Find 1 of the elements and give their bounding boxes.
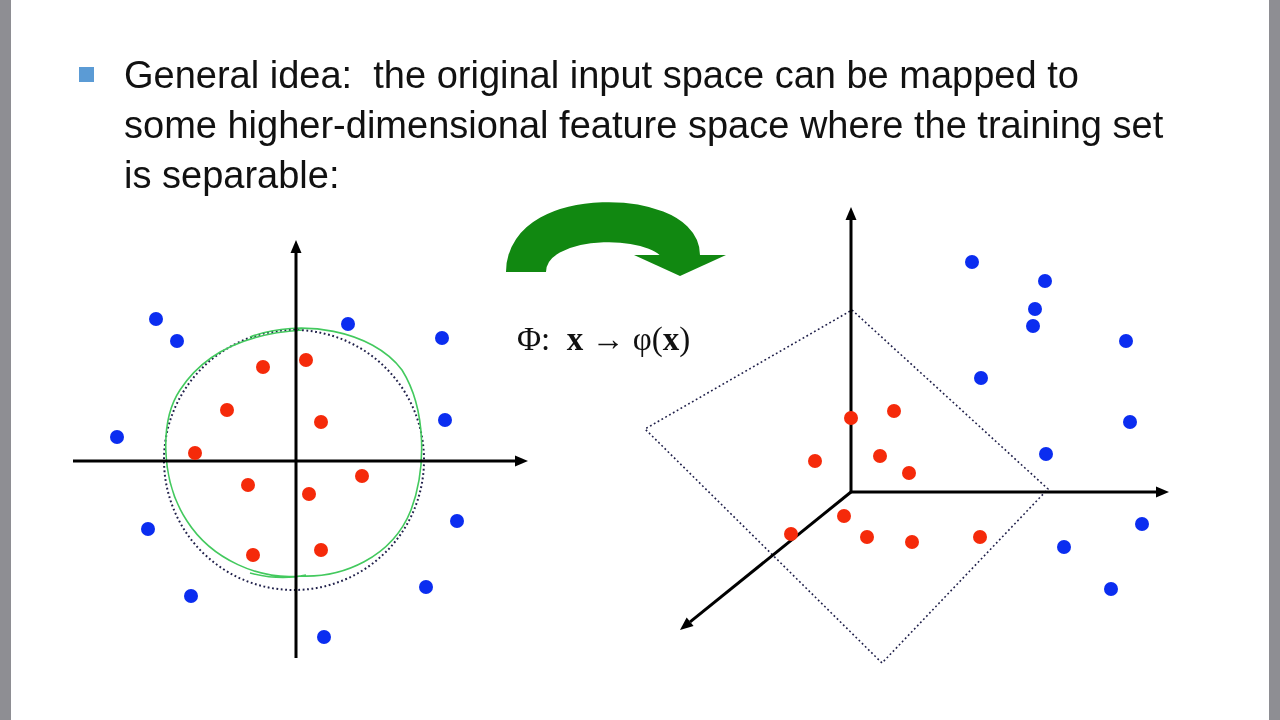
bullet-text: General idea: the original input space can be mapped to some higher-dimensional feature space where the training set is separable: xyxy=(124,53,1165,198)
